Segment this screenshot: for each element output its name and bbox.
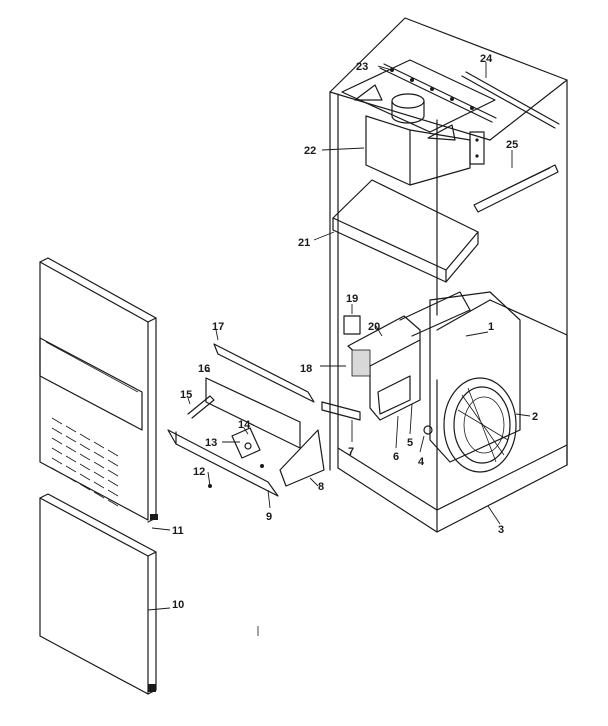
callout-3: 3 <box>498 524 504 536</box>
callout-22: 22 <box>304 145 316 157</box>
callout-5: 5 <box>407 437 413 449</box>
callout-16: 16 <box>198 363 210 375</box>
callout-25: 25 <box>506 139 518 151</box>
callout-12: 12 <box>193 466 205 478</box>
top-rail-part-23 <box>379 63 497 123</box>
callout-9: 9 <box>266 511 272 523</box>
furnace-cabinet <box>329 17 568 533</box>
bracket-part-25 <box>473 164 559 213</box>
callout-10: 10 <box>172 599 184 611</box>
upper-door-panel <box>39 257 158 523</box>
callout-4: 4 <box>418 456 425 468</box>
callout-20: 20 <box>368 321 380 333</box>
top-panel <box>341 59 496 141</box>
callout-19: 19 <box>346 293 358 305</box>
callout-11: 11 <box>172 525 184 537</box>
callout-18: 18 <box>300 363 312 375</box>
callout-7: 7 <box>348 446 354 458</box>
callout-21: 21 <box>298 237 310 249</box>
blower-housing-part-2 <box>429 291 521 473</box>
flue-collector-part-22 <box>365 115 485 186</box>
bracket-part-7 <box>321 401 361 421</box>
callout-13: 13 <box>205 437 217 449</box>
leader-lines <box>147 62 531 611</box>
callout-24: 24 <box>480 53 493 65</box>
lower-door-panel-part-10 <box>39 493 157 695</box>
louver-vents <box>51 417 119 507</box>
callout-14: 14 <box>238 419 251 431</box>
control-assembly <box>343 291 471 435</box>
shelf-part-21 <box>332 179 479 283</box>
callout-15: 15 <box>180 389 192 401</box>
top-rail-part-24 <box>461 71 560 129</box>
callout-labels: 1 2 3 4 5 6 7 8 9 10 11 12 13 14 15 16 1… <box>172 53 538 611</box>
callout-1: 1 <box>488 321 494 333</box>
burner-assembly <box>167 343 325 497</box>
callout-2: 2 <box>532 411 538 423</box>
callout-17: 17 <box>212 321 224 333</box>
callout-8: 8 <box>318 481 324 493</box>
callout-23: 23 <box>356 61 368 73</box>
callout-6: 6 <box>393 451 399 463</box>
